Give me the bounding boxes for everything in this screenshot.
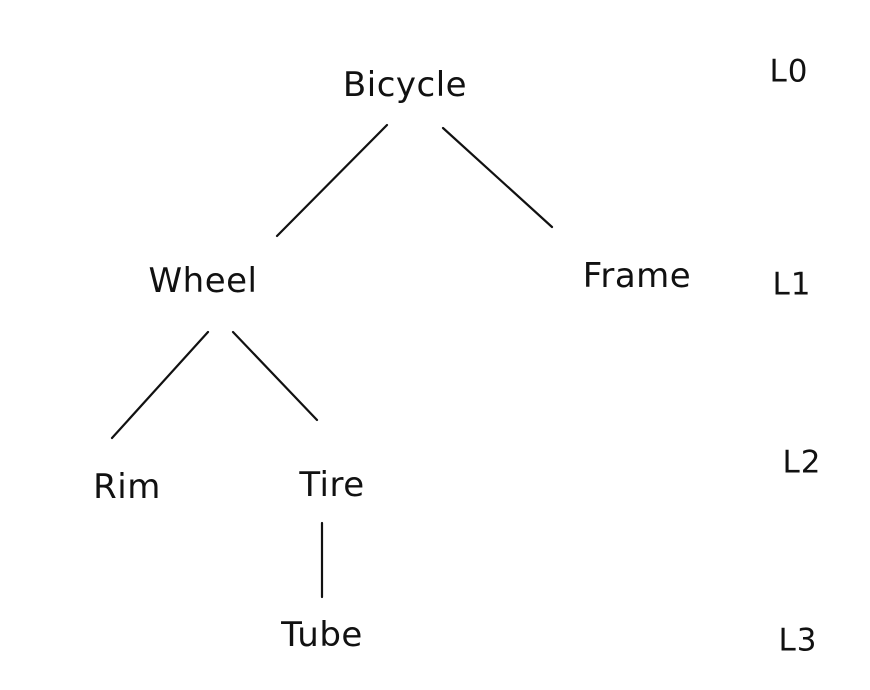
- edge-wheel-rim: [110, 330, 210, 440]
- level-label-l0: L0: [769, 53, 809, 90]
- node-tire: Tire: [299, 465, 365, 505]
- level-label-l3: L3: [778, 622, 818, 659]
- level-label-l2: L2: [782, 444, 822, 481]
- edge-bicycle-frame: [441, 126, 554, 229]
- node-tube: Tube: [281, 615, 363, 655]
- node-bicycle: Bicycle: [342, 65, 468, 105]
- node-rim: Rim: [93, 467, 161, 507]
- node-wheel: Wheel: [148, 261, 258, 301]
- edge-bicycle-wheel: [275, 123, 389, 238]
- edge-wheel-tire: [231, 330, 319, 422]
- node-frame: Frame: [582, 256, 692, 296]
- level-label-l1: L1: [772, 266, 812, 303]
